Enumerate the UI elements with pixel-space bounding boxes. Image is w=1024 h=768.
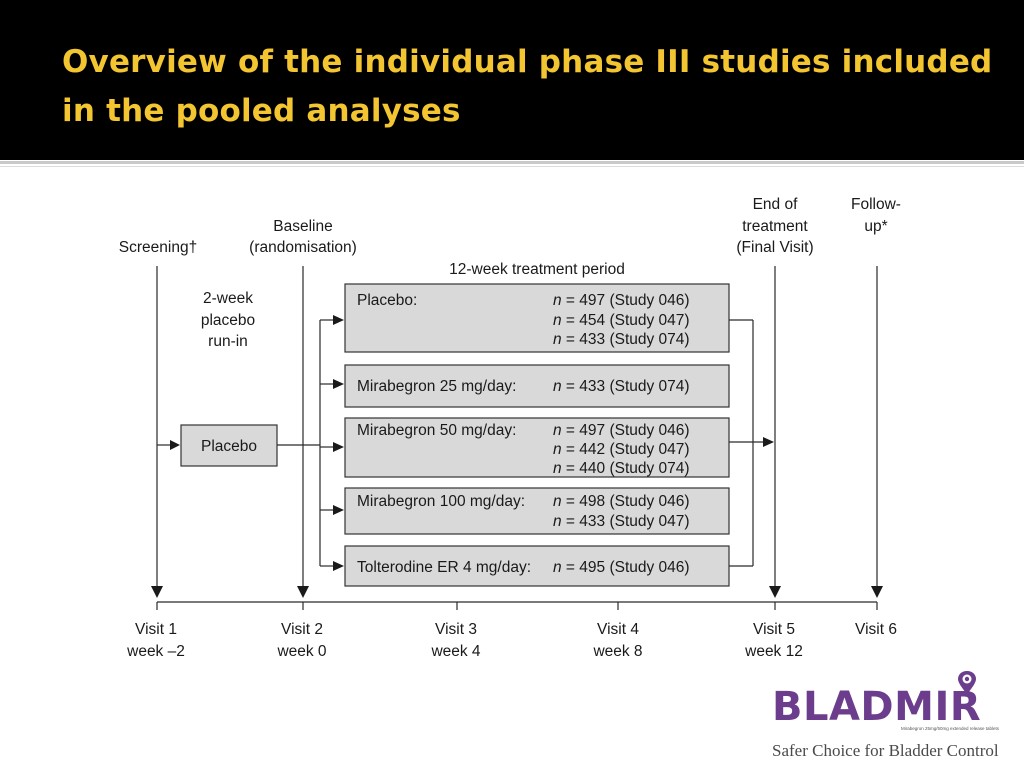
arm-count: n = 440 (Study 074) (553, 460, 690, 477)
label-randomisation: (randomisation) (249, 239, 357, 256)
logo-tagline: Safer Choice for Bladder Control (772, 741, 999, 760)
logo-caption: Mirabegron 25mg/50mg extended release ta… (901, 726, 1000, 731)
visit-label: Visit 2 (281, 621, 323, 638)
visit-label: Visit 3 (435, 621, 477, 638)
baseline-arrowhead (297, 586, 309, 598)
timeline-ticks (156, 602, 878, 610)
branch-arrows (320, 315, 344, 571)
follow-up-arrowhead (871, 586, 883, 598)
week-label: week 0 (276, 643, 326, 660)
brand-logo: BLADMIR (772, 684, 982, 730)
arm-count: n = 495 (Study 046) (553, 559, 690, 576)
arm-count: n = 497 (Study 046) (553, 422, 690, 439)
divider-rule-thin (0, 166, 1024, 167)
arm-count: n = 454 (Study 047) (553, 312, 690, 329)
arm-count: n = 442 (Study 047) (553, 441, 690, 458)
merge-lines (729, 319, 774, 567)
runin-arrowhead (170, 440, 180, 450)
slide-title-line-1: Overview of the individual phase III stu… (62, 44, 993, 80)
arm-name-mirabegron-50: Mirabegron 50 mg/day: (357, 422, 516, 439)
week-label: week 12 (744, 643, 803, 660)
arm-count: n = 433 (Study 074) (553, 378, 690, 395)
arm-name-mirabegron-25: Mirabegron 25 mg/day: (357, 378, 516, 395)
label-final-visit: (Final Visit) (736, 239, 813, 256)
arm-box-mirabegron-50 (344, 417, 730, 478)
screening-arrowhead (151, 586, 163, 598)
visit-label: Visit 6 (855, 621, 897, 638)
arm-count: n = 497 (Study 046) (553, 292, 690, 309)
label-screening: Screening† (119, 239, 197, 256)
arm-count: n = 498 (Study 046) (553, 493, 690, 510)
label-treatment: treatment (742, 218, 808, 235)
end-of-treatment-arrowhead (769, 586, 781, 598)
arm-box-mirabegron-100 (344, 487, 730, 535)
treatment-period-label: 12-week treatment period (449, 261, 625, 278)
arm-box-placebo (344, 283, 730, 353)
run-in-label-3: run-in (208, 333, 248, 350)
visit-label: Visit 1 (135, 621, 177, 638)
label-follow: Follow- (851, 196, 901, 213)
slide-title-line-2: in the pooled analyses (62, 93, 461, 129)
week-label: week –2 (126, 643, 185, 660)
arm-name-placebo: Placebo: (357, 292, 417, 309)
week-label: week 4 (430, 643, 480, 660)
visit-label: Visit 5 (753, 621, 795, 638)
run-in-label-1: 2-week (203, 290, 253, 307)
arm-box-tolterodine (344, 545, 730, 587)
week-label: week 8 (592, 643, 642, 660)
label-end-of: End of (753, 196, 799, 213)
arm-name-mirabegron-100: Mirabegron 100 mg/day: (357, 493, 525, 510)
label-up: up* (864, 218, 887, 235)
visit-label: Visit 4 (597, 621, 639, 638)
run-in-label-2: placebo (201, 312, 255, 329)
divider-rule (0, 161, 1024, 164)
arm-name-tolterodine: Tolterodine ER 4 mg/day: (357, 559, 531, 576)
label-baseline: Baseline (273, 218, 332, 235)
title-bar: Overview of the individual phase III stu… (0, 0, 1024, 160)
arm-count: n = 433 (Study 074) (553, 331, 690, 348)
arm-count: n = 433 (Study 047) (553, 513, 690, 530)
logo-pin-icon (958, 671, 976, 694)
placebo-runin-label: Placebo (201, 438, 257, 455)
arm-box-mirabegron-25 (344, 364, 730, 408)
